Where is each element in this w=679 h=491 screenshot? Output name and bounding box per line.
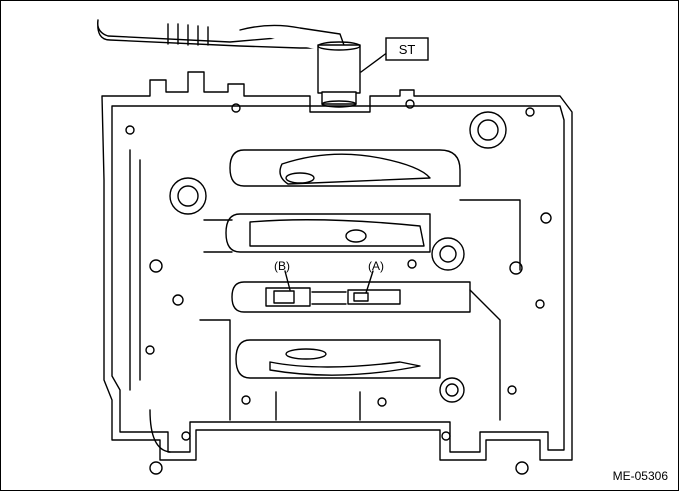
ratchet-wrench-icon [97, 19, 361, 108]
callout-b-leader [284, 270, 291, 291]
figure-id: ME-05306 [613, 469, 669, 483]
st-label: ST [399, 42, 416, 57]
callout-a-label: (A) [368, 259, 384, 273]
st-label-box [385, 37, 429, 61]
callout-b-label: (B) [274, 259, 290, 273]
callout-a-leader [365, 270, 374, 294]
engine-block [101, 71, 573, 475]
